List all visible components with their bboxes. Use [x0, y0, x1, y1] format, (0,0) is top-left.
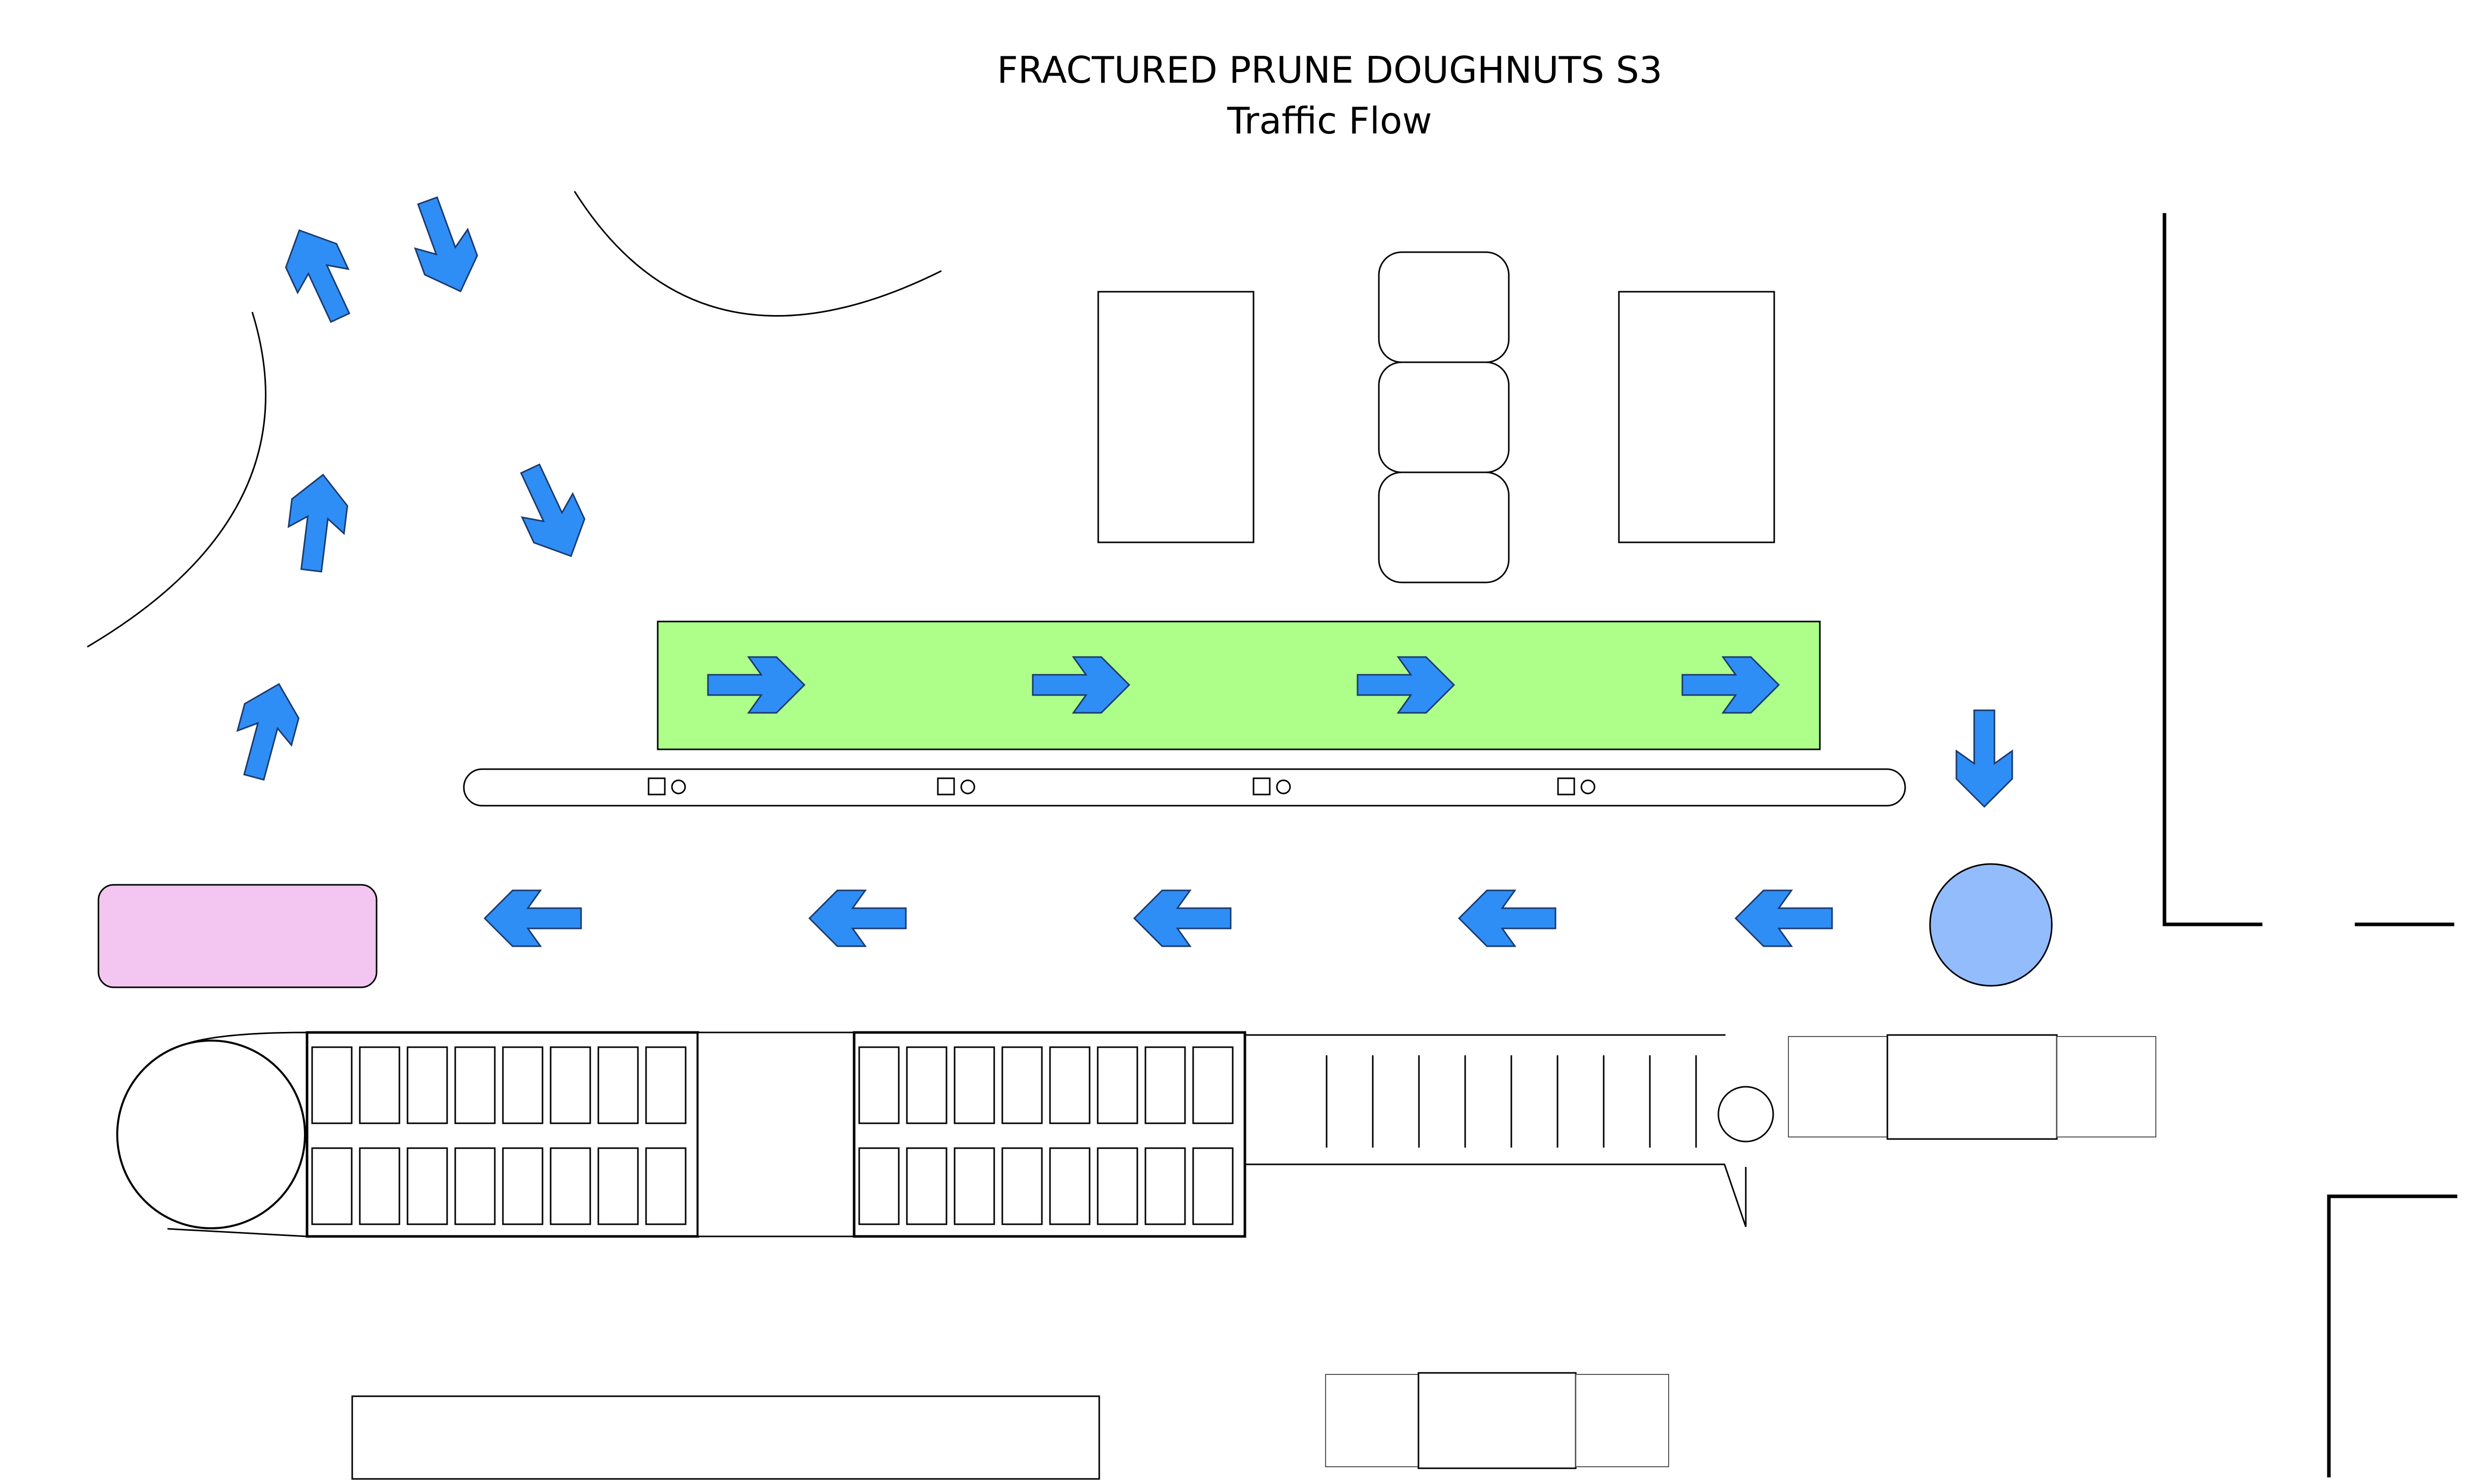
arrow-icon: [283, 470, 352, 575]
pink-table: [97, 884, 378, 988]
long-table-bottom: [351, 1395, 1100, 1480]
rack-cell: [550, 1147, 591, 1225]
arrow-icon: [400, 190, 488, 302]
rack-cell: [1192, 1147, 1234, 1225]
rack-cell: [1097, 1147, 1138, 1225]
rack-cell: [1049, 1046, 1091, 1124]
arrow-icon: [1955, 709, 2013, 808]
bench-bottom-wing-left: [1325, 1374, 1419, 1467]
diagram-title: FRACTURED PRUNE DOUGHNUTS S3: [997, 49, 1663, 91]
rack-cell: [906, 1147, 947, 1225]
rack-cell: [311, 1046, 353, 1124]
rack-cell: [1001, 1147, 1043, 1225]
arrow-icon: [1133, 889, 1232, 947]
rack-cell: [858, 1046, 900, 1124]
rack-cell: [407, 1147, 448, 1225]
arrow-icon: [1458, 889, 1556, 947]
rack-cell: [359, 1147, 400, 1225]
arrow-icon: [226, 676, 307, 785]
rack-cell: [502, 1147, 544, 1225]
arrow-icon: [808, 889, 907, 947]
outlet-knob: [1717, 1086, 1774, 1143]
machine-round-end: [116, 1040, 306, 1229]
rack-cell: [954, 1147, 995, 1225]
rack-cell: [359, 1046, 400, 1124]
rack-cell: [311, 1147, 353, 1225]
arrow-icon: [484, 889, 582, 947]
rack-cell: [597, 1147, 639, 1225]
stacked-seat-2: [1378, 361, 1510, 473]
rack-cell: [407, 1046, 448, 1124]
rack-cell: [1001, 1046, 1043, 1124]
rack-cell: [858, 1147, 900, 1225]
table-left: [1097, 291, 1255, 543]
outlet-ticks: [1326, 1055, 1697, 1148]
rack-cell: [1144, 1147, 1186, 1225]
curved-wall-top: [573, 191, 942, 317]
rack-cell: [1049, 1147, 1091, 1225]
stacked-seat-1: [1378, 251, 1510, 363]
bench-right-center: [1886, 1034, 2058, 1140]
rack-cell: [645, 1046, 687, 1124]
rack-cells: [311, 1046, 1234, 1225]
bench-bottom-center: [1417, 1372, 1577, 1469]
table-right: [1618, 291, 1775, 543]
conveyor-zone: [657, 620, 1821, 750]
arrow-icon: [1735, 889, 1833, 947]
rack-middle: [697, 1031, 855, 1237]
blue-circle: [1929, 863, 2053, 987]
right-walls: [2162, 213, 2457, 1477]
rack-cell: [550, 1046, 591, 1124]
outlet-frame: [1245, 1034, 1747, 1227]
rack-cell: [1144, 1046, 1186, 1124]
bench-bottom-wing-right: [1575, 1374, 1669, 1467]
rack-cell: [1192, 1046, 1234, 1124]
rack-cell: [454, 1147, 496, 1225]
arrow-icon: [504, 456, 597, 569]
stacked-seat-3: [1378, 471, 1510, 583]
rack-cell: [645, 1147, 687, 1225]
rack-cell: [454, 1046, 496, 1124]
curved-wall-left: [87, 312, 266, 648]
rack-cell: [597, 1046, 639, 1124]
rack-cell: [502, 1046, 544, 1124]
rack-cell: [1097, 1046, 1138, 1124]
counter-bar: [463, 768, 1906, 807]
bench-right-wing-right: [2056, 1036, 2156, 1137]
bench-right-wing-left: [1788, 1036, 1888, 1137]
counter-fixtures: [648, 777, 1596, 796]
rack-cell: [954, 1046, 995, 1124]
arrow-icon: [273, 218, 366, 330]
rack-cell: [906, 1046, 947, 1124]
diagram-subtitle: Traffic Flow: [1227, 99, 1432, 142]
